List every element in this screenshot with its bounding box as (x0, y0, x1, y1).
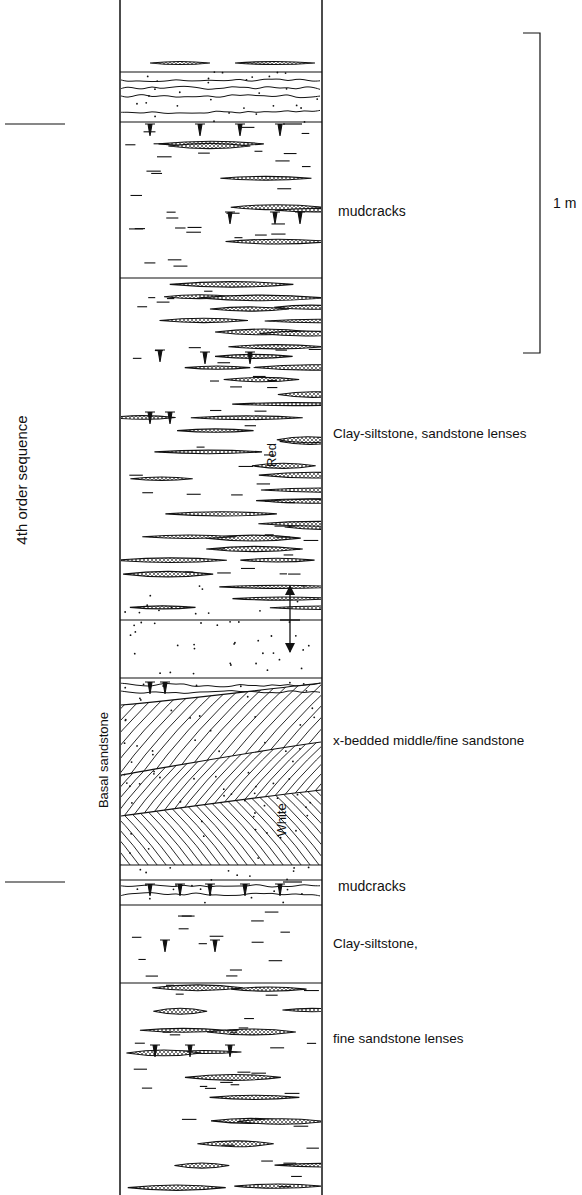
scale-bar (523, 33, 540, 353)
sand-dots (124, 71, 319, 903)
bed-boundaries (120, 72, 322, 983)
column-border (120, 0, 322, 1195)
lithology-note: fine sandstone lenses (333, 1032, 464, 1047)
lithology-note: x-bedded middle/fine sandstone (333, 734, 524, 749)
lithology-note: mudcracks (338, 204, 406, 219)
lithology-note: mudcracks (338, 879, 406, 894)
sandstone-lenses (121, 62, 321, 1191)
mudcrack-symbols (145, 124, 305, 1057)
unit-label: Basal sandstone (97, 712, 111, 808)
colour-label: White (275, 803, 289, 836)
clay-dashes (125, 127, 321, 1186)
sequence-boundary-ticks (5, 124, 302, 882)
cross-bed-set (121, 785, 321, 866)
cross-bed-set (121, 740, 321, 820)
lithology-note: Clay-siltstone, (333, 937, 418, 952)
sequence-label: 4th order sequence (14, 415, 31, 544)
colour-label: Red (265, 443, 279, 467)
scale-label: 1 m (553, 196, 576, 211)
double-arrow (280, 586, 300, 652)
lithology-note: Clay-siltstone, sandstone lenses (333, 427, 527, 442)
